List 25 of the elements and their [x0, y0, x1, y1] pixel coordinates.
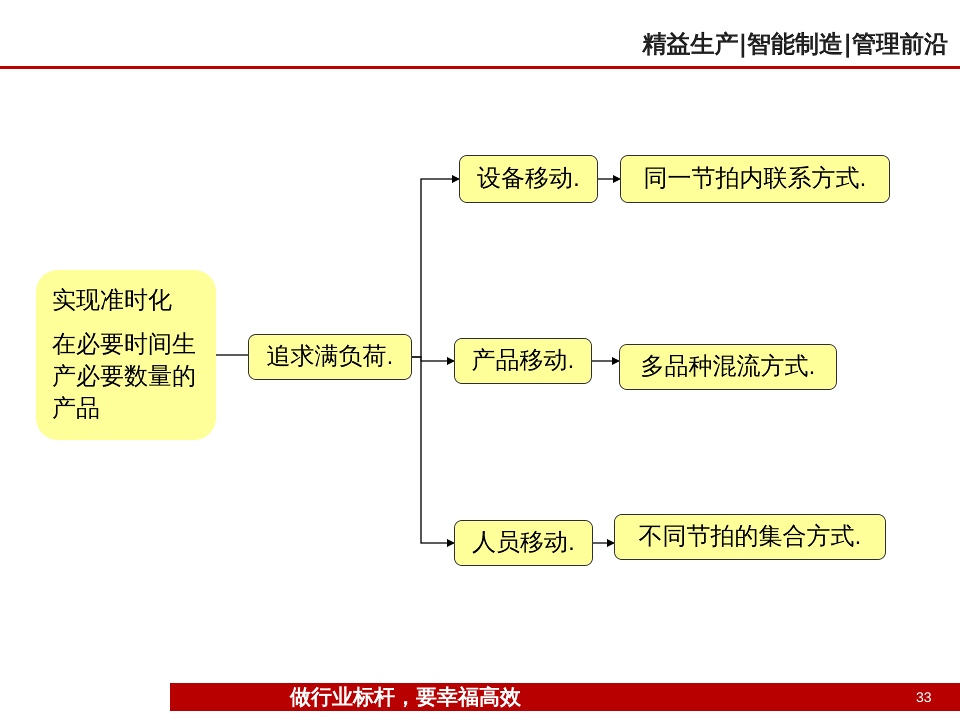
node-text: 在必要时间生产必要数量的产品 [52, 330, 197, 424]
arrow [593, 539, 615, 547]
connector-line [216, 354, 248, 356]
process-box [454, 520, 593, 566]
node-label: 人员移动. [472, 528, 575, 558]
process-box [619, 344, 837, 390]
node-label: 同一节拍内联系方式. [644, 164, 866, 194]
arrow [598, 175, 621, 183]
arrow [412, 356, 455, 547]
node-label: 多品种混流方式. [640, 352, 816, 382]
node-label: 产品移动. [472, 346, 574, 376]
node-label: 设备移动. [477, 164, 580, 194]
process-box [248, 334, 412, 380]
footer-slogan: 做行业标杆，要幸福高效 [290, 684, 521, 710]
node-heading: 实现准时化 [52, 286, 173, 316]
process-box [459, 155, 598, 203]
process-box [454, 338, 592, 384]
arrow [592, 357, 620, 365]
process-box [620, 155, 890, 203]
node-label: 追求满负荷. [266, 342, 394, 372]
page-number: 33 [916, 688, 932, 706]
node-label: 不同节拍的集合方式. [638, 522, 862, 552]
process-box [614, 514, 886, 560]
header-tagline: 精益生产|智能制造|管理前沿 [642, 29, 948, 60]
goal-box [36, 270, 216, 440]
